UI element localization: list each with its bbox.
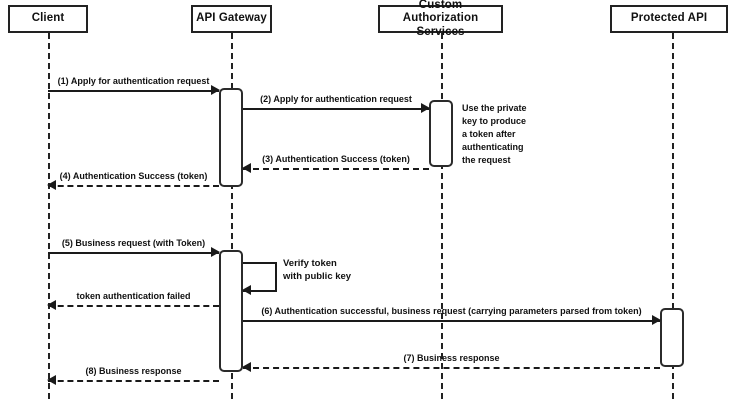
participant-client[interactable]: Client bbox=[8, 5, 88, 33]
message-line bbox=[48, 90, 219, 92]
message-line bbox=[243, 108, 429, 110]
arrow-head-icon bbox=[242, 285, 251, 295]
self-message-label-line1: Verify token bbox=[283, 258, 337, 269]
message-label: (7) Business response bbox=[403, 353, 500, 363]
message-line bbox=[48, 185, 219, 187]
participant-protected-api[interactable]: Protected API bbox=[610, 5, 728, 33]
self-message-label: Verify token with public key bbox=[283, 258, 351, 284]
message-label: (1) Apply for authentication request bbox=[57, 76, 210, 86]
arrow-head-icon bbox=[652, 315, 661, 325]
self-message-line-top bbox=[243, 262, 277, 264]
message-label: (5) Business request (with Token) bbox=[61, 238, 206, 248]
arrow-head-icon bbox=[242, 163, 251, 173]
message-label: token authentication failed bbox=[76, 291, 191, 301]
participant-api-gateway[interactable]: API Gateway bbox=[191, 5, 272, 33]
arrow-head-icon bbox=[211, 247, 220, 257]
message-label: (3) Authentication Success (token) bbox=[262, 154, 410, 164]
arrow-head-icon bbox=[211, 85, 220, 95]
lifeline-custom-authorization-services bbox=[441, 33, 443, 399]
arrow-head-icon bbox=[47, 375, 56, 385]
activation-api-gateway-business bbox=[219, 250, 243, 372]
activation-api-gateway-auth bbox=[219, 88, 243, 187]
activation-protected-api-business bbox=[660, 308, 684, 367]
lifeline-api-gateway bbox=[231, 33, 233, 399]
note-private-key: Use the private key to produce a token a… bbox=[459, 100, 531, 170]
arrow-head-icon bbox=[421, 103, 430, 113]
message-label: (8) Business response bbox=[85, 366, 182, 376]
lifeline-client bbox=[48, 33, 50, 399]
message-line bbox=[48, 305, 219, 307]
participant-label: Protected API bbox=[630, 12, 708, 25]
arrow-head-icon bbox=[47, 180, 56, 190]
message-line bbox=[243, 168, 429, 170]
self-message-verify-token[interactable]: Verify token with public key bbox=[242, 258, 351, 295]
arrow-head-icon bbox=[242, 362, 251, 372]
message-line bbox=[48, 252, 219, 254]
participant-label: Client bbox=[31, 12, 65, 25]
message-line bbox=[243, 320, 660, 322]
message-label: (6) Authentication successful, business … bbox=[261, 306, 642, 316]
message-line bbox=[243, 367, 660, 369]
message-label: (2) Apply for authentication request bbox=[260, 94, 412, 104]
lifeline-protected-api bbox=[672, 33, 674, 399]
arrow-head-icon bbox=[47, 300, 56, 310]
self-message-label-line2: with public key bbox=[283, 270, 352, 282]
note-text: Use the private key to produce a token a… bbox=[462, 103, 527, 166]
self-message-line-bottom bbox=[243, 290, 277, 292]
activation-auth-service-work bbox=[429, 100, 453, 167]
participant-label: API Gateway bbox=[196, 12, 267, 25]
participant-label: Custom Authorization Services bbox=[402, 0, 479, 38]
participant-custom-authorization-services[interactable]: Custom Authorization Services bbox=[378, 0, 503, 38]
self-message-line-right bbox=[275, 262, 277, 292]
message-line bbox=[48, 380, 219, 382]
message-label: (4) Authentication Success (token) bbox=[59, 171, 208, 181]
